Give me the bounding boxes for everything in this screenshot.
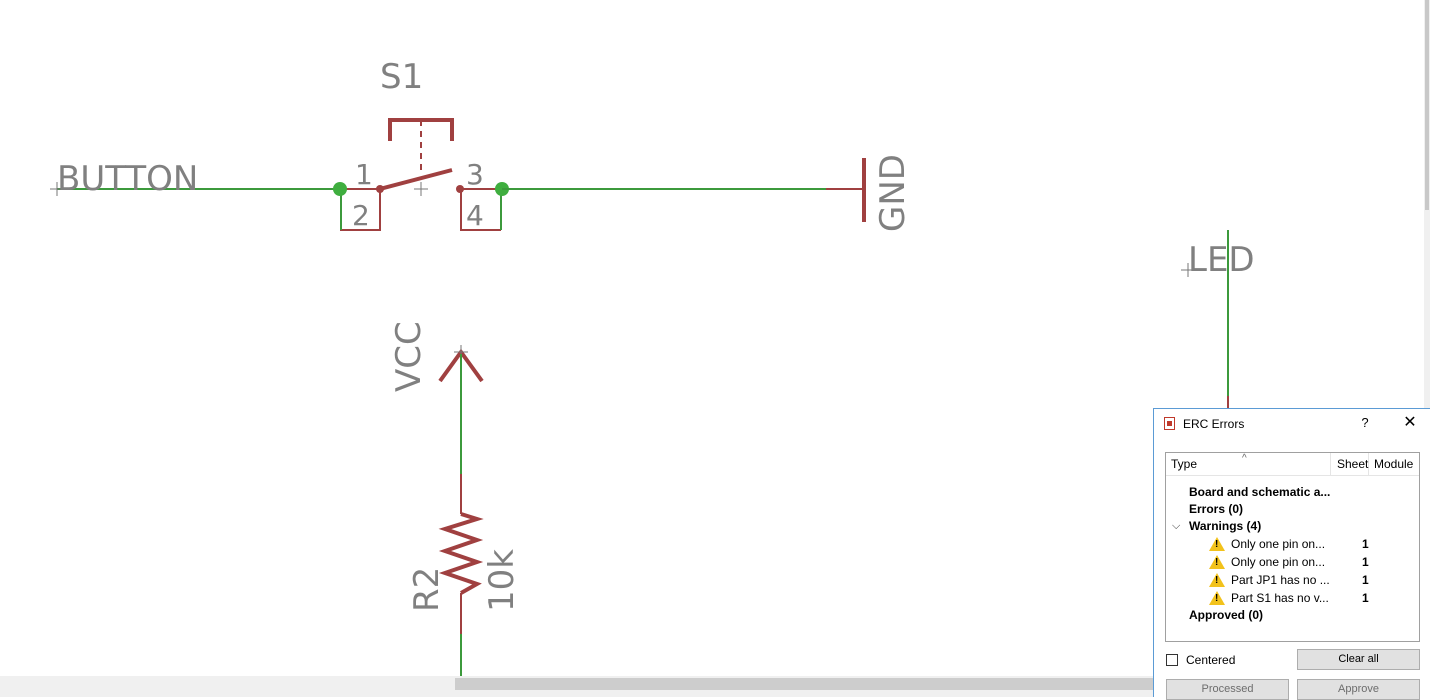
tree-item-label: Approved (0)	[1189, 608, 1264, 622]
r2-zigzag[interactable]	[438, 512, 484, 595]
processed-button[interactable]: Processed	[1166, 679, 1289, 700]
r2-label[interactable]: R2	[407, 567, 447, 612]
pin-number-3: 3	[466, 158, 484, 191]
tree-header: Type ^ Sheet Module	[1166, 453, 1419, 476]
tree-item-label: Board and schematic a...	[1189, 485, 1331, 499]
warning-text: Only one pin on...	[1231, 555, 1326, 569]
warning-sheet: 1	[1362, 555, 1369, 569]
warning-text: Part S1 has no v...	[1231, 591, 1329, 605]
warning-text: Only one pin on...	[1231, 537, 1326, 551]
tree-item-label: Warnings (4)	[1189, 519, 1262, 533]
help-button[interactable]: ?	[1361, 415, 1369, 430]
erc-app-icon	[1164, 417, 1175, 430]
switch-lever	[379, 168, 453, 191]
centered-checkbox[interactable]	[1166, 654, 1178, 666]
pin4-wire	[460, 189, 501, 231]
warning-sheet: 1	[1362, 537, 1369, 551]
pin-number-1: 1	[355, 158, 373, 191]
tree-item-label: Errors (0)	[1189, 502, 1244, 516]
warning-item[interactable]: Only one pin on... 1	[1166, 553, 1419, 571]
tree-item-board[interactable]: Board and schematic a...	[1166, 483, 1419, 501]
pin-number-2: 2	[352, 199, 370, 232]
warning-icon	[1209, 555, 1225, 569]
pin-number-4: 4	[466, 199, 484, 232]
warning-icon	[1209, 591, 1225, 605]
erc-errors-dialog[interactable]: ERC Errors ? ✕ Type ^ Sheet Module Board…	[1153, 408, 1430, 700]
close-button[interactable]: ✕	[1403, 414, 1417, 431]
tree-item-approved[interactable]: Approved (0)	[1166, 606, 1419, 624]
dialog-title: ERC Errors	[1183, 417, 1245, 431]
vertical-scroll-thumb[interactable]	[1425, 0, 1429, 210]
r2-value[interactable]: 10k	[482, 549, 522, 612]
warning-sheet: 1	[1362, 573, 1369, 587]
gnd-label[interactable]: GND	[873, 154, 913, 232]
junction-left[interactable]	[333, 182, 347, 196]
column-header-module[interactable]: Module	[1374, 457, 1414, 471]
warning-text: Part JP1 has no ...	[1231, 573, 1330, 587]
net-label-led[interactable]: LED	[1188, 240, 1255, 280]
warning-item[interactable]: Only one pin on... 1	[1166, 535, 1419, 553]
warning-icon	[1209, 537, 1225, 551]
approve-button[interactable]: Approve	[1297, 679, 1420, 700]
tree-item-warnings[interactable]: ⌵ Warnings (4)	[1166, 517, 1419, 535]
warning-sheet: 1	[1362, 591, 1369, 605]
dialog-titlebar[interactable]: ERC Errors ? ✕	[1154, 409, 1430, 439]
part-label-s1[interactable]: S1	[380, 57, 423, 97]
warning-item[interactable]: Part S1 has no v... 1	[1166, 589, 1419, 607]
column-type-label: Type	[1171, 457, 1198, 471]
centered-label[interactable]: Centered	[1186, 653, 1236, 667]
chevron-down-icon[interactable]: ⌵	[1172, 520, 1181, 532]
horizontal-scroll-thumb[interactable]	[455, 678, 1155, 690]
warning-item[interactable]: Part JP1 has no ... 1	[1166, 571, 1419, 589]
warning-icon	[1209, 573, 1225, 587]
erc-tree-view[interactable]: Type ^ Sheet Module Board and schematic …	[1165, 452, 1420, 642]
tree-item-errors[interactable]: Errors (0)	[1166, 500, 1419, 518]
vertical-scrollbar[interactable]	[1424, 0, 1430, 697]
column-header-sheet[interactable]: Sheet	[1331, 453, 1369, 475]
sort-up-icon: ^	[1242, 453, 1247, 464]
net-label-button[interactable]: BUTTON	[57, 159, 198, 199]
vcc-label[interactable]: VCC	[389, 321, 429, 392]
column-header-type[interactable]: Type ^	[1166, 453, 1331, 475]
clear-all-button[interactable]: Clear all	[1297, 649, 1420, 670]
